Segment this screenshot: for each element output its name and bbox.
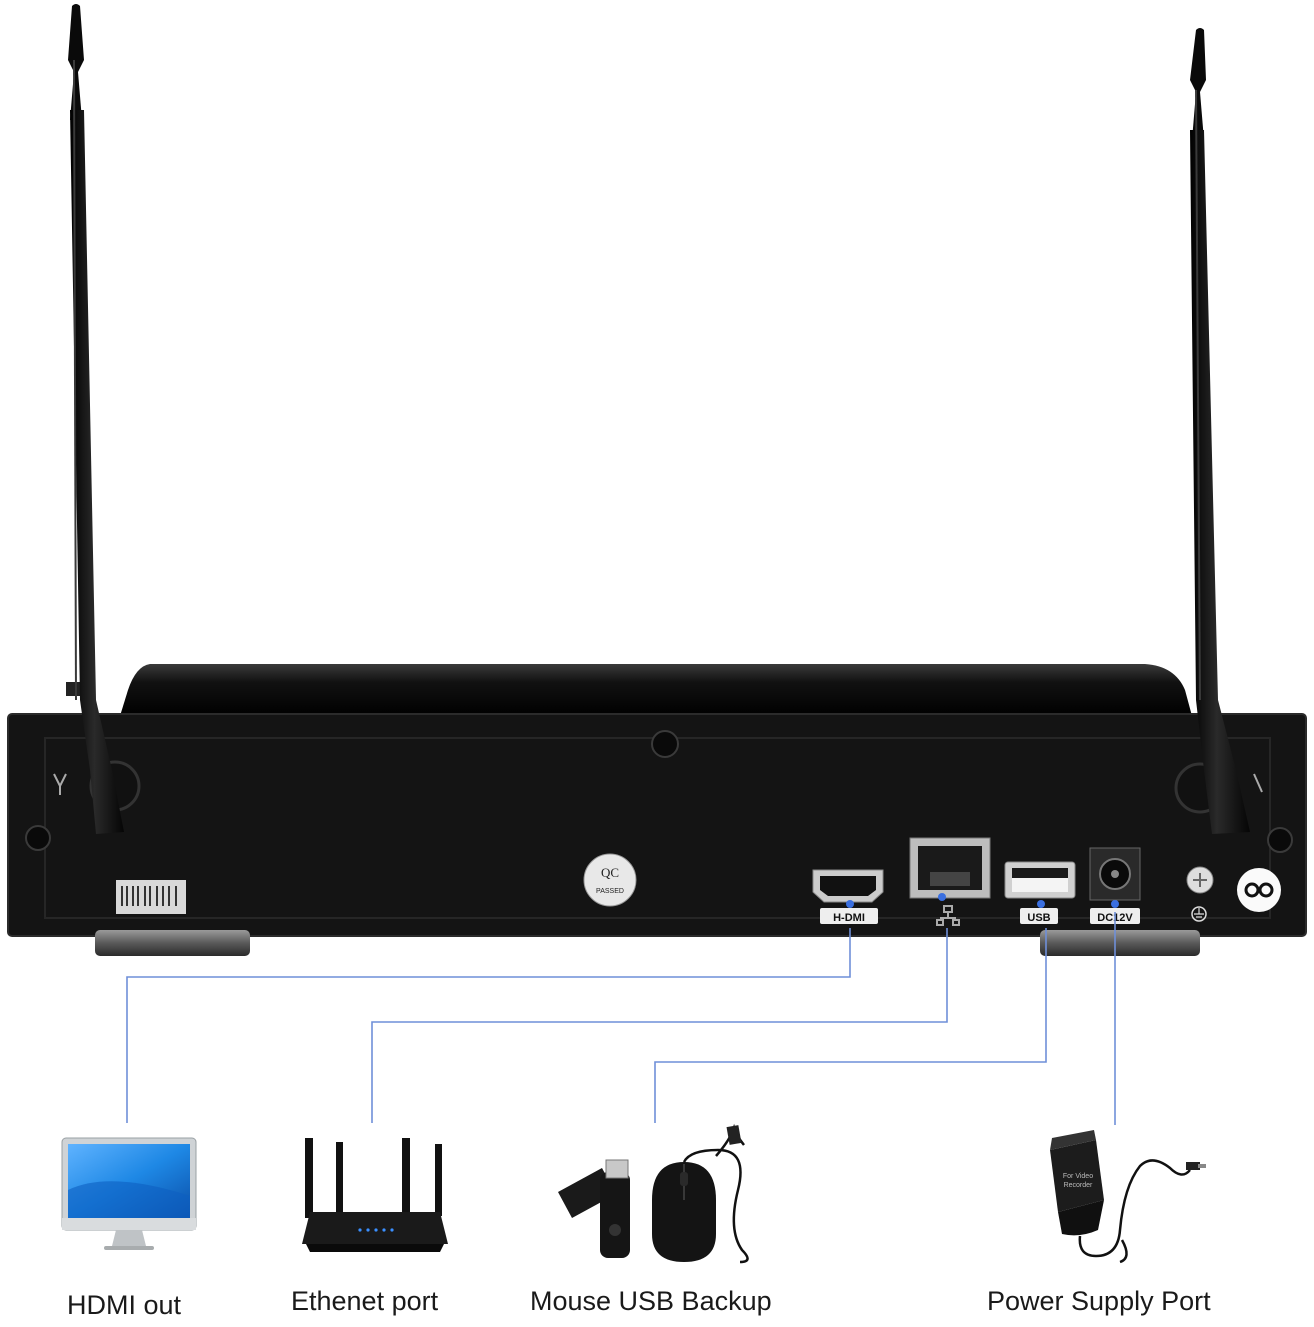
power-caption: Power Supply Port (987, 1286, 1211, 1316)
ground-screw (1186, 866, 1214, 922)
ethernet-caption: Ethenet port (291, 1286, 439, 1316)
adapter-label-line2: Recorder (1064, 1182, 1093, 1189)
right-antenna (1190, 28, 1250, 834)
nvr-top-cover (66, 664, 1192, 716)
barcode-sticker (116, 880, 186, 914)
connector-dots (846, 893, 1119, 908)
router-icon (302, 1138, 448, 1252)
qc-sticker: QC PASSED (583, 853, 637, 907)
network-icon (936, 905, 960, 926)
usb-drive-icon (558, 1159, 630, 1258)
hdmi-port-label: H-DMI (833, 912, 865, 924)
ethernet-connector-line (371, 928, 948, 1123)
hdmi-port: H-DMI (812, 869, 884, 924)
nvr-feet (95, 930, 1200, 956)
dc-power-port: DC12V (1089, 847, 1141, 924)
monitor-icon (61, 1137, 197, 1250)
usb-connector-line (654, 928, 1047, 1123)
power-adapter-icon: For Video Recorder (1050, 1130, 1206, 1264)
hdmi-caption: HDMI out (67, 1290, 182, 1320)
qc-sticker-subtext: PASSED (596, 888, 624, 895)
ethernet-port (909, 837, 991, 926)
mouse-icon (652, 1123, 749, 1264)
usb-caption: Mouse USB Backup (530, 1286, 772, 1316)
connector-lines (126, 912, 1116, 1125)
usb-port-label: USB (1027, 912, 1050, 924)
adapter-label-line1: For Video (1063, 1173, 1093, 1180)
left-antenna (68, 4, 124, 834)
infinity-logo (1237, 868, 1281, 912)
hdmi-connector-line (126, 928, 851, 1123)
usb-port: USB (1004, 861, 1076, 924)
qc-sticker-text: QC (601, 865, 619, 880)
